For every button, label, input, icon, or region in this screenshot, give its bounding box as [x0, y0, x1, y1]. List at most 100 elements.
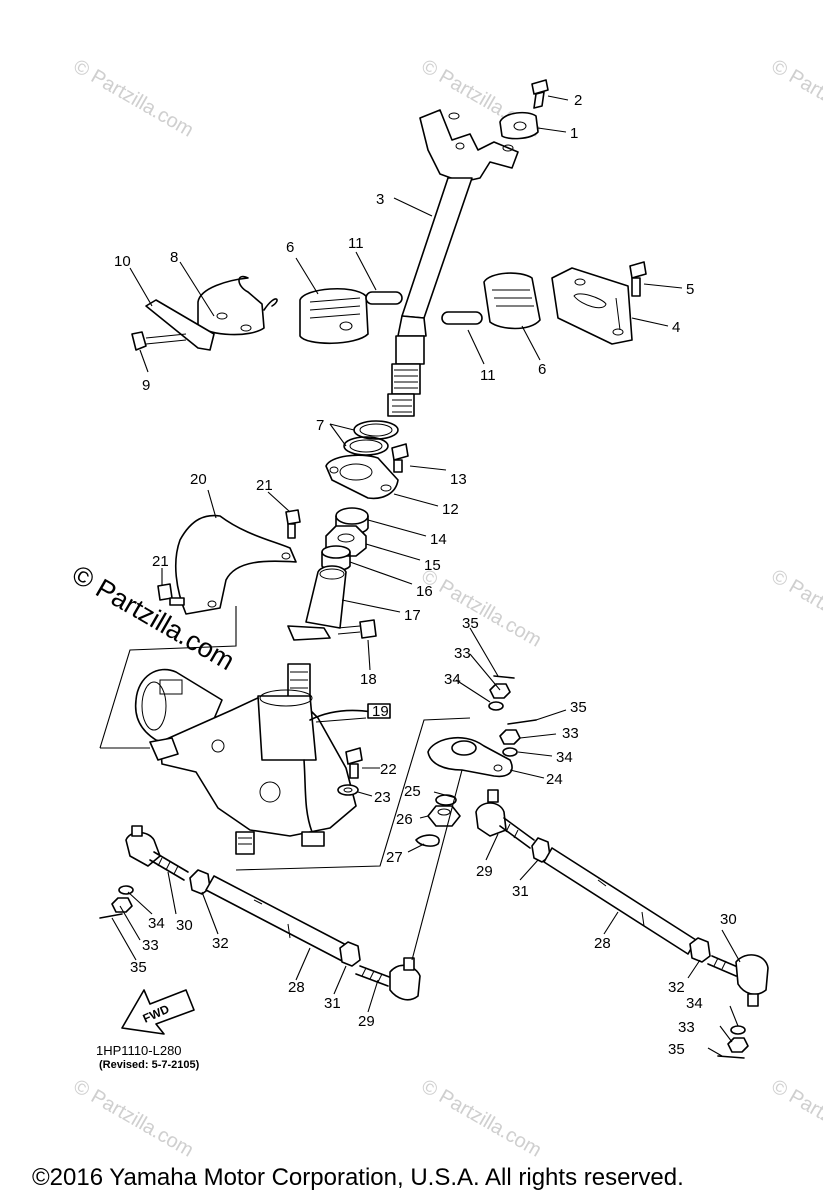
oil-seals-7: [343, 420, 399, 456]
callout-6: 6: [538, 361, 546, 378]
callout-21: 21: [152, 553, 169, 570]
callout-33: 33: [454, 645, 471, 662]
callout-32: 32: [212, 935, 229, 952]
leader-lines: [99, 95, 741, 1057]
tie-rod-end-30-left: [125, 825, 189, 881]
watermark: © Partzilla.com: [70, 55, 198, 141]
diagram-code: 1HP1110-L280: [96, 1043, 182, 1058]
watermark: © Partzilla.com: [70, 1075, 198, 1161]
bolt-9: [131, 331, 187, 351]
callout-29: 29: [358, 1013, 375, 1030]
callout-3: 3: [376, 191, 384, 208]
callout-25: 25: [404, 783, 421, 800]
callout-2: 2: [574, 92, 582, 109]
pitman-arm-24: [427, 736, 513, 778]
callout-5: 5: [686, 281, 694, 298]
callout-8: 8: [170, 249, 178, 266]
callout-28: 28: [594, 935, 611, 952]
callout-24: 24: [546, 771, 563, 788]
bolt-21-left: [157, 583, 185, 606]
callout-15: 15: [424, 557, 441, 574]
tie-rod-end-29-left: [355, 957, 421, 1001]
clip-8: [197, 275, 278, 336]
callout-30: 30: [720, 911, 737, 928]
nut-33-c: [111, 897, 133, 913]
cotter-pin-35-b: [507, 719, 537, 725]
bolt-13: [391, 443, 409, 473]
callout-34: 34: [556, 749, 573, 766]
callout-11: 11: [480, 367, 496, 384]
washer-34-a: [488, 701, 504, 711]
callout-20: 20: [190, 471, 207, 488]
callout-33: 33: [678, 1019, 695, 1036]
steering-column: [387, 109, 519, 417]
callout-27: 27: [386, 849, 403, 866]
callout-12: 12: [442, 501, 459, 518]
plate-10: [145, 299, 215, 351]
nut-33-a: [489, 683, 511, 699]
watermark: © Partzilla.com: [768, 565, 823, 651]
callout-34: 34: [444, 671, 461, 688]
nut-33-b: [499, 729, 521, 745]
cotter-pin-35-a: [493, 675, 515, 679]
forward-arrow-icon: FWD: [121, 989, 195, 1035]
tie-rod-end-29-right: [475, 789, 535, 849]
callout-10: 10: [114, 253, 131, 270]
nut-33-d: [727, 1037, 749, 1053]
callout-23: 23: [374, 789, 391, 806]
callout-11: 11: [348, 235, 364, 252]
callout-7: 7: [316, 417, 324, 434]
coupler-17: [287, 565, 347, 641]
callout-16: 16: [416, 583, 433, 600]
locknut-31-left: [339, 941, 361, 967]
callout-4: 4: [672, 319, 680, 336]
callout-9: 9: [142, 377, 150, 394]
bolt-18: [337, 619, 377, 639]
bolt-21-right: [285, 509, 301, 539]
tie-rod-28-right: [543, 847, 697, 955]
callout-33: 33: [562, 725, 579, 742]
column-bracket-4: [551, 267, 633, 345]
callout-1: 1: [570, 125, 578, 142]
callout-18: 18: [360, 671, 377, 688]
washer-34-d: [730, 1025, 746, 1035]
callout-30: 30: [176, 917, 193, 934]
callout-28: 28: [288, 979, 305, 996]
collar-11-left: [365, 291, 403, 305]
revision-note: (Revised: 5-7-2105): [99, 1059, 200, 1071]
copyright-notice: ©2016 Yamaha Motor Corporation, U.S.A. A…: [32, 1164, 684, 1191]
tie-rod-end-30-right: [707, 954, 769, 1007]
bushing-6-left: [299, 287, 369, 345]
callout-19: 19: [372, 703, 389, 720]
watermark: © Partzilla.com: [768, 55, 823, 141]
callout-21: 21: [256, 477, 273, 494]
callout-labels: 1 2 3 4 5 6 6 7 8 9 10 11 11 12 13 14 15…: [114, 92, 737, 1058]
column-clamp-top: [499, 111, 539, 140]
cotter-pin-35-d: [717, 1055, 745, 1059]
bushing-6-right: [483, 272, 541, 330]
callout-35: 35: [668, 1041, 685, 1058]
callout-34: 34: [148, 915, 165, 932]
callout-35: 35: [130, 959, 147, 976]
callout-22: 22: [380, 761, 397, 778]
callout-35: 35: [462, 615, 479, 632]
callout-6: 6: [286, 239, 294, 256]
callout-14: 14: [430, 531, 447, 548]
callout-31: 31: [512, 883, 529, 900]
watermark: © Partzilla.com: [418, 565, 546, 651]
nut-26: [427, 805, 461, 827]
callout-26: 26: [396, 811, 413, 828]
callout-33: 33: [142, 937, 159, 954]
washer-34-c: [118, 885, 134, 895]
motor-cover-20: [174, 514, 297, 615]
watermark: © Partzilla.com: [768, 1075, 823, 1161]
callout-13: 13: [450, 471, 467, 488]
callout-29: 29: [476, 863, 493, 880]
washer-23: [337, 784, 359, 796]
collar-11-right: [441, 311, 483, 325]
eps-unit-19: [134, 663, 391, 855]
callout-17: 17: [404, 607, 421, 624]
callout-32: 32: [668, 979, 685, 996]
cotter-pin-35-c: [99, 913, 123, 919]
